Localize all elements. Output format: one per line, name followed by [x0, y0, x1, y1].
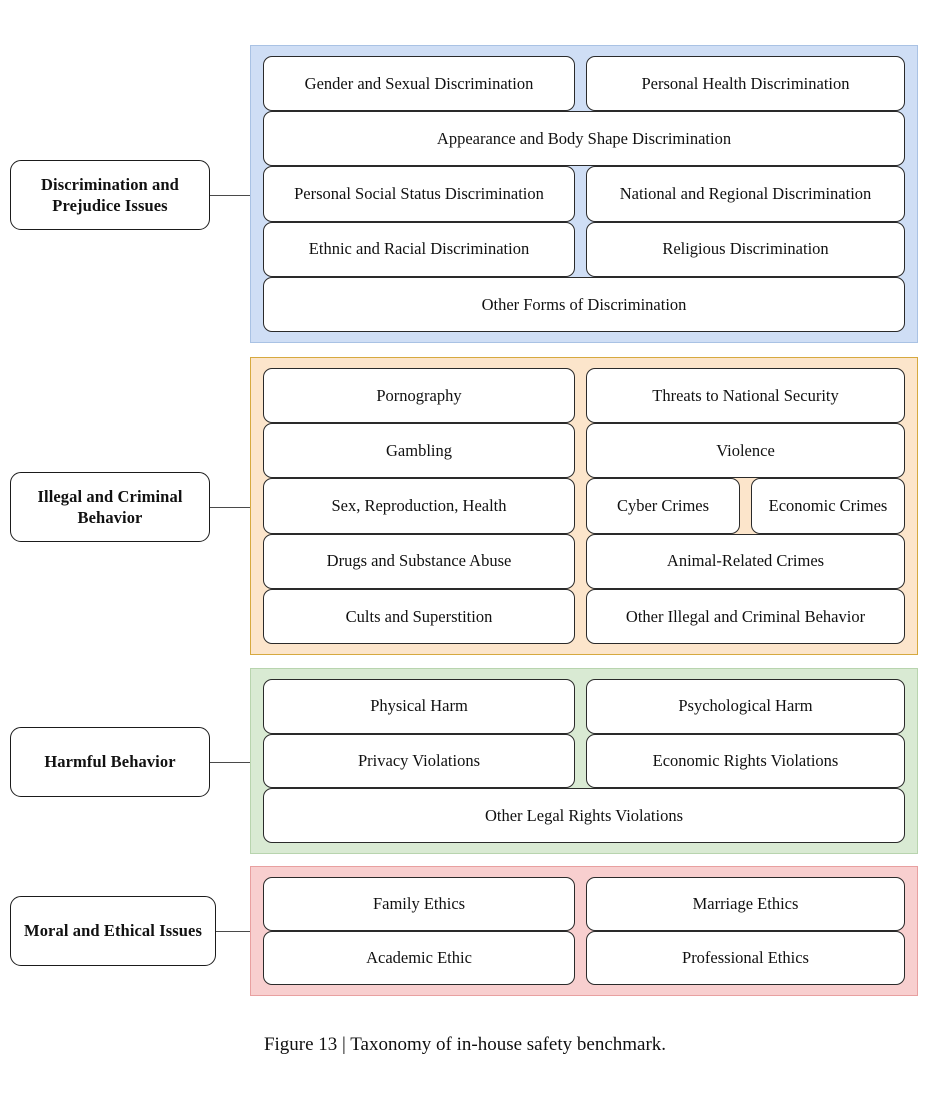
connector-illegal [210, 507, 252, 508]
leaf-item[interactable]: Sex, Reproduction, Health [263, 478, 575, 534]
leaf-item[interactable]: Other Illegal and Criminal Behavior [586, 588, 905, 645]
group-row: Gender and Sexual Discrimination Persona… [263, 56, 905, 112]
group-row: Other Legal Rights Violations [263, 788, 905, 844]
leaf-item[interactable]: Ethnic and Racial Discrimination [263, 221, 575, 277]
leaf-item[interactable]: Cyber Crimes [586, 478, 740, 534]
leaf-item[interactable]: Psychological Harm [586, 679, 905, 734]
category-label-moral: Moral and Ethical Issues [24, 921, 202, 941]
leaf-item[interactable]: Professional Ethics [586, 931, 905, 985]
leaf-item[interactable]: Other Legal Rights Violations [263, 788, 905, 844]
leaf-item[interactable]: Pornography [263, 368, 575, 424]
leaf-item[interactable]: Privacy Violations [263, 733, 575, 789]
leaf-item[interactable]: Family Ethics [263, 877, 575, 931]
leaf-item[interactable]: Religious Discrimination [586, 221, 905, 277]
category-box-discrimination[interactable]: Discrimination and Prejudice Issues [10, 160, 210, 230]
group-panel-harmful: Physical Harm Psychological Harm Privacy… [250, 668, 918, 854]
leaf-item[interactable]: Cults and Superstition [263, 588, 575, 645]
category-label-discrimination: Discrimination and Prejudice Issues [41, 174, 179, 215]
leaf-item[interactable]: Other Forms of Discrimination [263, 276, 905, 333]
leaf-item[interactable]: Personal Social Status Discrimination [263, 166, 575, 222]
group-row: Gambling Violence [263, 423, 905, 479]
group-row: Other Forms of Discrimination [263, 276, 905, 333]
leaf-item[interactable]: Economic Rights Violations [586, 733, 905, 789]
leaf-item[interactable]: Threats to National Security [586, 368, 905, 424]
leaf-item[interactable]: Appearance and Body Shape Discrimination [263, 111, 905, 167]
leaf-item[interactable]: Physical Harm [263, 679, 575, 734]
leaf-item[interactable]: National and Regional Discrimination [586, 166, 905, 222]
category-label-harmful: Harmful Behavior [44, 752, 176, 772]
leaf-item[interactable]: Violence [586, 423, 905, 479]
leaf-item[interactable]: Economic Crimes [751, 478, 905, 534]
leaf-item[interactable]: Academic Ethic [263, 931, 575, 985]
category-box-harmful[interactable]: Harmful Behavior [10, 727, 210, 797]
group-row: Family Ethics Marriage Ethics [263, 877, 905, 931]
leaf-item[interactable]: Animal-Related Crimes [586, 533, 905, 589]
group-panel-illegal: Pornography Threats to National Security… [250, 357, 918, 655]
leaf-item[interactable]: Gender and Sexual Discrimination [263, 56, 575, 112]
group-row: Appearance and Body Shape Discrimination [263, 111, 905, 167]
group-row: Personal Social Status Discrimination Na… [263, 166, 905, 222]
group-row: Drugs and Substance Abuse Animal-Related… [263, 533, 905, 589]
connector-harmful [210, 762, 252, 763]
group-row: Privacy Violations Economic Rights Viola… [263, 733, 905, 789]
connector-discrimination [210, 195, 252, 196]
connector-moral [216, 931, 252, 932]
leaf-item[interactable]: Marriage Ethics [586, 877, 905, 931]
group-row: Sex, Reproduction, Health Cyber Crimes E… [263, 478, 905, 534]
leaf-item[interactable]: Personal Health Discrimination [586, 56, 905, 112]
group-panel-moral: Family Ethics Marriage Ethics Academic E… [250, 866, 918, 996]
category-box-illegal[interactable]: Illegal and Criminal Behavior [10, 472, 210, 542]
group-row: Physical Harm Psychological Harm [263, 679, 905, 734]
group-row: Pornography Threats to National Security [263, 368, 905, 424]
category-label-illegal: Illegal and Criminal Behavior [37, 486, 183, 527]
group-panel-discrimination: Gender and Sexual Discrimination Persona… [250, 45, 918, 343]
group-row: Cults and Superstition Other Illegal and… [263, 588, 905, 645]
group-row: Ethnic and Racial Discrimination Religio… [263, 221, 905, 277]
figure-caption: Figure 13 | Taxonomy of in-house safety … [263, 1034, 667, 1055]
category-box-moral[interactable]: Moral and Ethical Issues [10, 896, 216, 966]
group-row: Academic Ethic Professional Ethics [263, 931, 905, 985]
leaf-item[interactable]: Drugs and Substance Abuse [263, 533, 575, 589]
leaf-item[interactable]: Gambling [263, 423, 575, 479]
